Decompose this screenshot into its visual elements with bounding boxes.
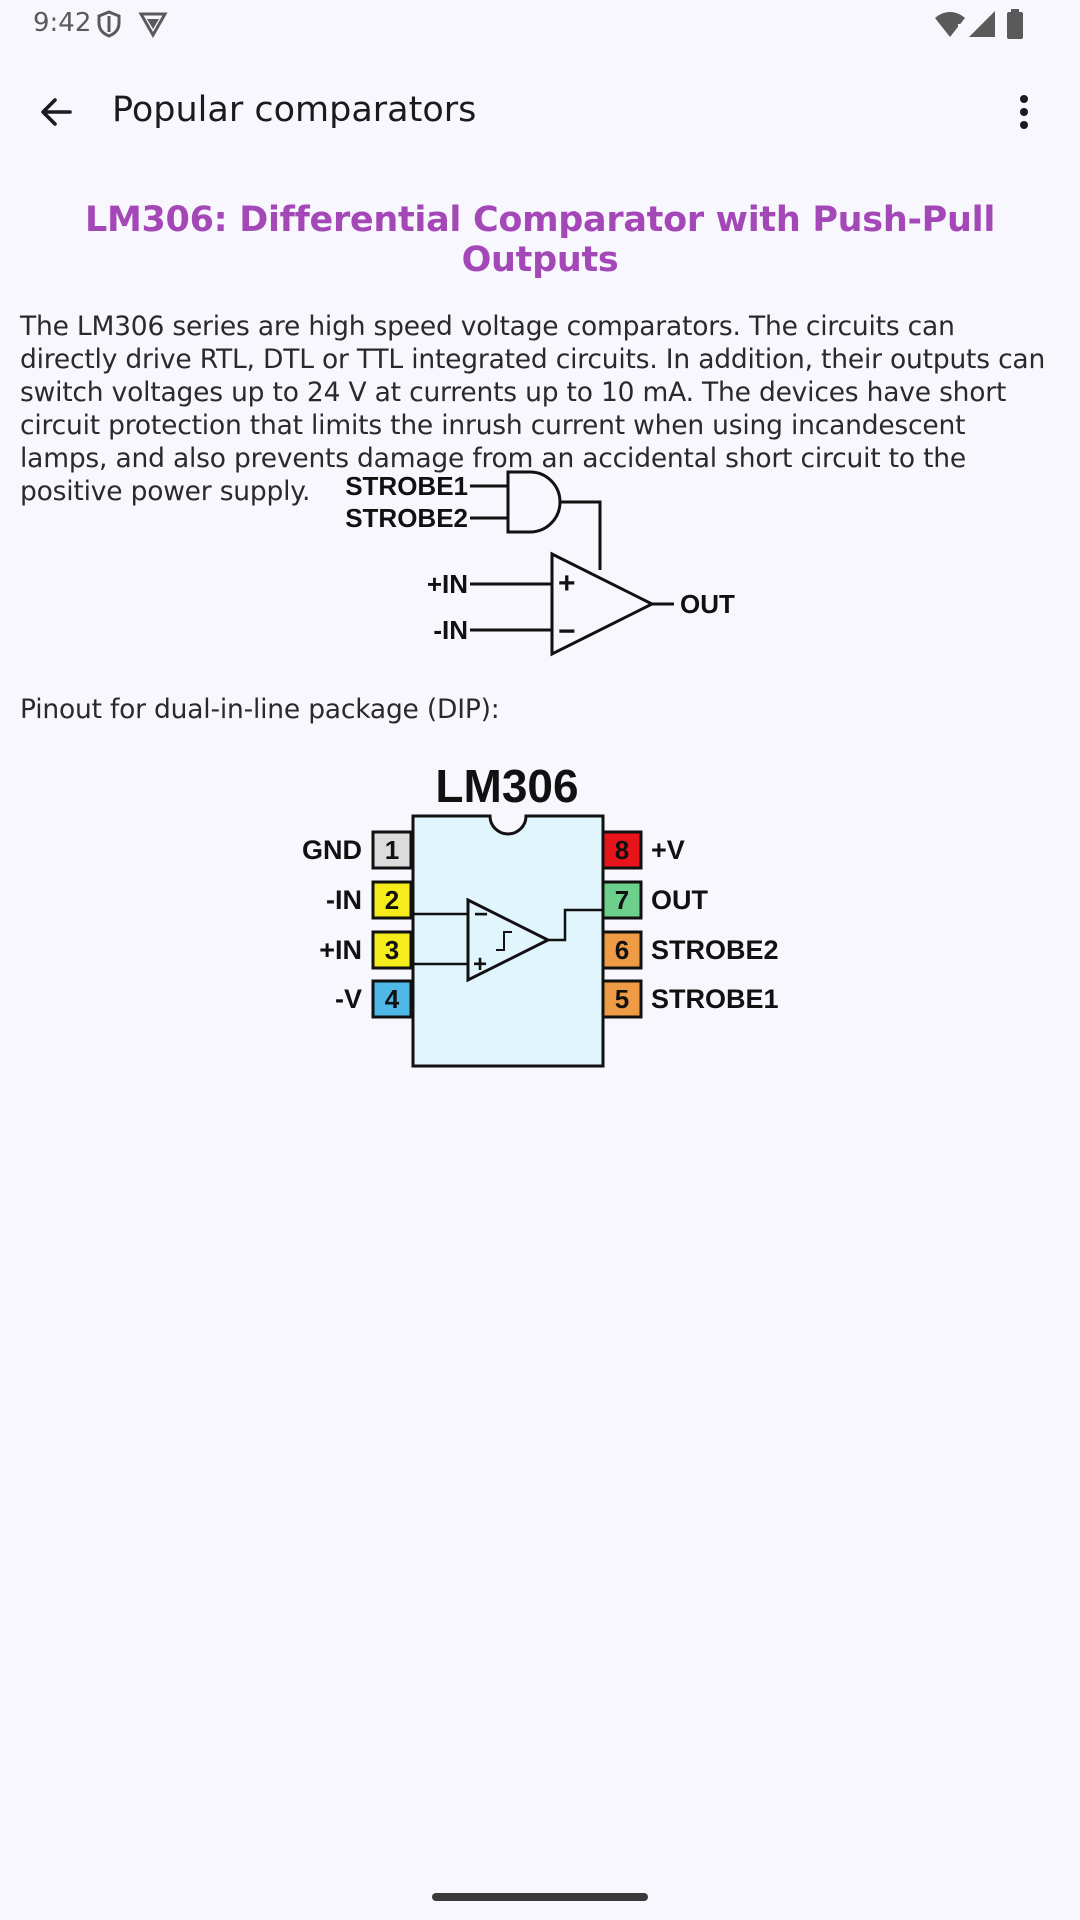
strobe2-label: STROBE2 bbox=[345, 503, 468, 533]
pin-2-box bbox=[371, 880, 413, 920]
pin-6-label: STROBE2 bbox=[651, 935, 779, 965]
pin-6-number: 6 bbox=[615, 935, 629, 965]
vpn-icon bbox=[138, 12, 168, 38]
pin-3-box bbox=[371, 930, 413, 970]
pin-7-label: OUT bbox=[651, 885, 709, 915]
pin-1-box bbox=[371, 830, 413, 870]
out-label: OUT bbox=[680, 589, 735, 619]
pin-1-number: 1 bbox=[385, 835, 399, 865]
pin-5-label: STROBE1 bbox=[651, 984, 779, 1014]
pin-5-box bbox=[601, 979, 643, 1019]
in-minus-label: -IN bbox=[433, 615, 468, 645]
signal-icon bbox=[969, 11, 995, 37]
strobe1-label: STROBE1 bbox=[345, 471, 468, 501]
navigation-handle[interactable] bbox=[432, 1893, 648, 1901]
pin-8-box bbox=[601, 830, 643, 870]
more-options-button[interactable] bbox=[994, 80, 1054, 144]
more-vert-icon bbox=[1020, 95, 1028, 129]
article-title: LM306: Differential Comparator with Push… bbox=[84, 200, 996, 280]
pin-5-number: 5 bbox=[615, 984, 629, 1014]
arrow-back-icon bbox=[41, 98, 72, 126]
pin-8-label: +V bbox=[651, 835, 685, 865]
battery-icon bbox=[1007, 9, 1023, 39]
shield-icon bbox=[97, 10, 121, 38]
pin-3-label: +IN bbox=[319, 935, 362, 965]
article-content: LM306: Differential Comparator with Push… bbox=[20, 196, 1060, 508]
pin-1-label: GND bbox=[302, 835, 362, 865]
internal-plus: + bbox=[473, 951, 487, 978]
pin-8-number: 8 bbox=[615, 835, 629, 865]
pin-6-box bbox=[601, 930, 643, 970]
comparator-schematic: STROBE1 STROBE2 +IN -IN OUT + − bbox=[345, 470, 735, 657]
app-bar: Popular comparators bbox=[0, 64, 1080, 160]
pin-7-number: 7 bbox=[615, 885, 629, 915]
pin-4-box bbox=[371, 979, 413, 1019]
pin-7-box bbox=[601, 880, 643, 920]
plus-sign: + bbox=[558, 567, 576, 600]
pin-3-number: 3 bbox=[385, 935, 399, 965]
chip-name: LM306 bbox=[435, 760, 578, 812]
pin-4-number: 4 bbox=[385, 984, 400, 1014]
pinout-caption: Pinout for dual-in-line package (DIP): bbox=[20, 694, 500, 725]
status-time: 9:42 bbox=[33, 8, 92, 38]
page-title: Popular comparators bbox=[112, 90, 477, 130]
dip-pinout-diagram: LM306 − + 1 GND 2 -IN 3 +IN 4 -V 8 +V 7 OUT 6 STROBE2… bbox=[302, 760, 779, 1068]
pin-4-label: -V bbox=[335, 984, 362, 1014]
minus-sign: − bbox=[558, 615, 576, 648]
in-plus-label: +IN bbox=[427, 569, 468, 599]
internal-minus: − bbox=[474, 901, 488, 928]
back-button[interactable] bbox=[20, 80, 92, 144]
pin-2-number: 2 bbox=[385, 885, 399, 915]
wifi-icon bbox=[935, 12, 965, 37]
status-bar: 9:42 bbox=[0, 0, 1080, 48]
article-body: The LM306 series are high speed voltage … bbox=[20, 311, 1046, 507]
pin-2-label: -IN bbox=[326, 885, 362, 915]
